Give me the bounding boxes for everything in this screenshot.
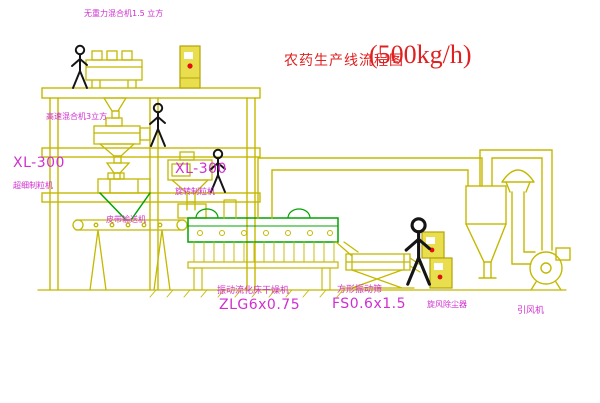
label-screen-model: FS0.6x1.5 — [332, 296, 407, 312]
diagram-title-capacity: (500kg/h) — [369, 40, 472, 69]
label-gravity-mixer: 无重力混合机1.5 立方 — [84, 9, 164, 18]
gravity-mixer-graphic — [85, 50, 143, 119]
label-granulator-mid-name: 旋转制粒机 — [175, 187, 215, 196]
worker-figure — [71, 44, 88, 89]
label-high-speed-mixer: 高速混合机3立方 — [46, 112, 108, 121]
duct-dryer-to-cyclone — [257, 157, 483, 219]
vibrating-screen-graphic — [335, 241, 423, 289]
cyclone-graphic — [465, 185, 507, 279]
exhaust-stack-graphic — [501, 169, 536, 265]
label-cyclone: 旋风除尘器 — [427, 300, 467, 309]
diagram-title: 农药生产线流程图 — [284, 53, 404, 69]
label-granulator-left-model: XL-300 — [13, 155, 65, 171]
worker-figures — [71, 44, 432, 286]
label-granulator-mid-model: XL-300 — [175, 161, 227, 177]
label-dryer-name: 振动流化床干燥机 — [217, 286, 290, 296]
duct-cyclone-to-fan — [479, 149, 553, 251]
label-screen-name: 方形振动筛 — [337, 285, 383, 295]
control-cabinet-ground-upper — [421, 231, 445, 259]
fan-graphic — [529, 247, 571, 291]
granulator-mid-graphic — [167, 151, 213, 211]
belt-conveyor-graphic — [72, 219, 188, 291]
granulator-left-graphic — [97, 172, 151, 194]
fluid-bed-dryer-graphic — [177, 199, 339, 291]
high-speed-mixer-graphic — [93, 117, 151, 180]
label-belt-conveyor: 皮带输送机 — [106, 215, 146, 224]
label-dryer-model: ZLG6x0.75 — [219, 297, 301, 313]
control-cabinet-top — [179, 45, 201, 89]
label-fan: 引风机 — [517, 306, 545, 316]
label-granulator-left-name: 超细制粒机 — [13, 181, 53, 190]
control-cabinet-ground-lower — [429, 257, 453, 289]
